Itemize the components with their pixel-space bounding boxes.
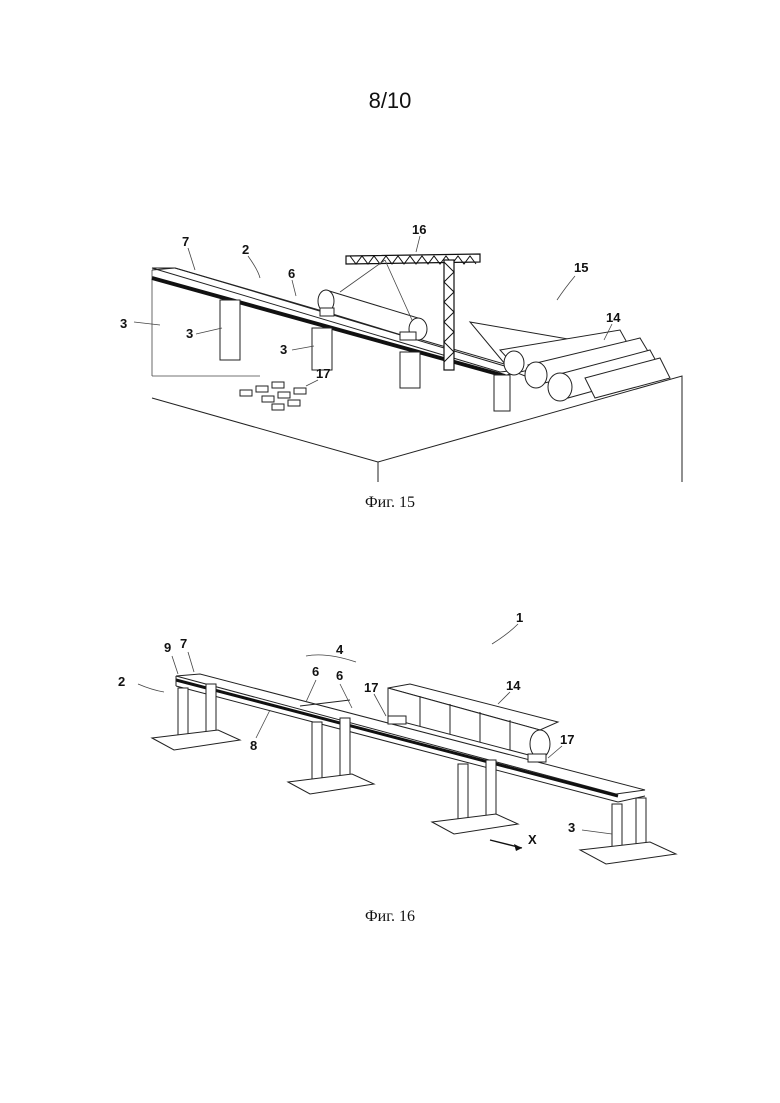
ref-label-3: 3 [568,820,575,835]
ref-label-6: 6 [288,266,295,281]
ref-label-14: 14 [606,310,621,325]
ref-label-14: 14 [506,678,521,693]
ref-label-7: 7 [180,636,187,651]
ref-label-16: 16 [412,222,426,237]
direction-arrow [490,840,522,851]
ref-label-17: 17 [316,366,330,381]
ref-label-7: 7 [182,234,189,249]
figure-16-drawing: 1 9 7 2 4 6 6 17 14 17 8 3 X [0,600,780,880]
small-parts [240,382,306,410]
ref-label-6-left: 6 [312,664,319,679]
ref-label-8: 8 [250,738,257,753]
page-number: 8/10 [0,88,780,114]
beam-rail [152,268,518,376]
ref-label-17-right: 17 [560,732,574,747]
ref-label-3-middle: 3 [186,326,193,341]
ref-label-1: 1 [516,610,523,625]
ref-label-4: 4 [336,642,344,657]
ref-label-15: 15 [574,260,588,275]
ref-label-x: X [528,832,537,847]
figure-15-drawing: 7 2 6 3 3 3 16 15 14 17 [0,200,780,490]
ref-label-3-right: 3 [280,342,287,357]
ref-label-3-left: 3 [120,316,127,331]
ref-label-17-left: 17 [364,680,378,695]
figure-15-caption: Фиг. 15 [0,494,780,512]
ref-label-6-right: 6 [336,668,343,683]
figure-16-caption: Фиг. 16 [0,908,780,926]
ref-label-2: 2 [118,674,125,689]
ref-label-9: 9 [164,640,171,655]
ref-label-2: 2 [242,242,249,257]
